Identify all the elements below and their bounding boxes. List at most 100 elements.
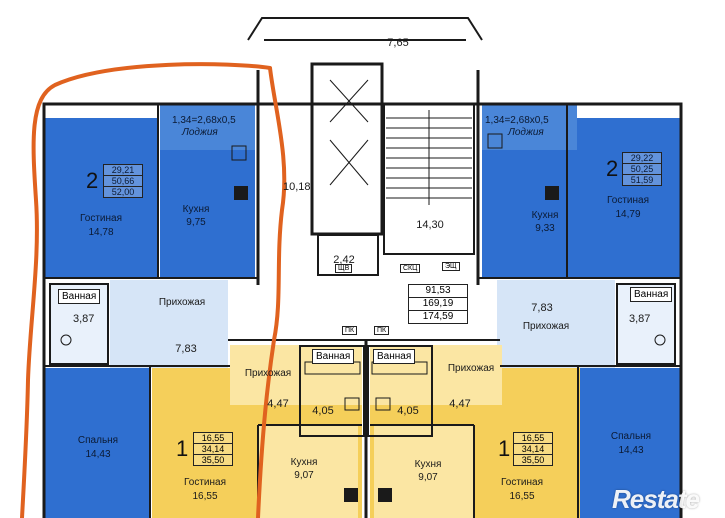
- pk-mark-right: ПК: [374, 326, 390, 335]
- bedroom-right-fill: [575, 368, 680, 518]
- loggia-right-fill: [482, 104, 577, 150]
- living-room-left-fill: [45, 118, 157, 278]
- kitchen-left-1-fill: [258, 425, 358, 518]
- stair-treads: [386, 110, 472, 205]
- living-room-right-fill: [568, 118, 680, 278]
- fixtures: [60, 133, 666, 502]
- hall-right-1-area: 4,47: [449, 398, 471, 410]
- stair-area: 14,30: [416, 219, 444, 231]
- apt-left-2-area-total: 50,66: [104, 176, 142, 187]
- lobby-area: 10,18: [283, 181, 311, 193]
- bath-right-area: 3,87: [629, 313, 651, 325]
- elevator-x-4: [329, 139, 369, 186]
- loggia-left-label: Лоджия: [182, 127, 218, 138]
- apt-left-2-area-full: 52,00: [111, 187, 135, 197]
- apt-left-1-rooms: 1: [176, 436, 189, 461]
- top-balcony-outline: [247, 17, 483, 41]
- vestibule-area: 2,42: [333, 254, 355, 266]
- apt-right-2-areas: 29,22 50,25 51,59: [622, 152, 662, 186]
- kitchen-left-1-area: 9,07: [294, 470, 314, 481]
- apt-right-2-area-living: 29,22: [623, 153, 661, 164]
- hall-right-area: 7,83: [531, 302, 553, 314]
- hall-right-label: Прихожая: [522, 321, 570, 332]
- stove-left-1-icon: [344, 488, 358, 502]
- washer-right-icon: [487, 133, 503, 149]
- eshch-mark: ЭЩ: [442, 262, 460, 271]
- loggia-left-fill: [160, 104, 255, 150]
- apt-left-2-area-living: 29,21: [104, 165, 142, 176]
- kitchen-right-label: Кухня: [531, 210, 559, 221]
- bath-left-area: 3,87: [73, 313, 95, 325]
- stove-right-icon: [545, 186, 559, 200]
- hall-left-1-area: 4,47: [267, 398, 289, 410]
- hall-left-label: Прихожая: [158, 297, 206, 308]
- shch-mark: ЩВ: [335, 264, 353, 273]
- sink-right-1-icon: [375, 397, 391, 411]
- balcony-area: 7,65: [387, 37, 409, 49]
- bath-right-label: Ванная: [630, 287, 673, 302]
- living-right-area: 14,79: [615, 209, 641, 220]
- apt-left-1-areas: 16,55 34,14 35,50: [193, 432, 233, 466]
- apt-right-1-area-full: 35,50: [521, 455, 545, 465]
- living-left-1-area: 16,55: [192, 491, 218, 502]
- stair-block: [383, 103, 475, 255]
- washer-left-icon: [231, 145, 247, 161]
- pk-mark-left: ПК: [342, 326, 358, 335]
- apt-left-2-rooms: 2: [86, 168, 99, 193]
- kitchen-right-1-fill: [374, 425, 474, 518]
- toilet-left-icon: [60, 334, 72, 346]
- living-right-label: Гостиная: [607, 195, 649, 206]
- bath-right-1-area: 4,05: [397, 405, 419, 417]
- apt-left-1-area-full: 35,50: [201, 455, 225, 465]
- kitchen-right-area: 9,33: [535, 223, 555, 234]
- apt-right-2-area-full: 51,59: [630, 175, 654, 185]
- apt-right-2-rooms: 2: [606, 156, 619, 181]
- apt-right-1-rooms: 1: [498, 436, 511, 461]
- kitchen-right-1-area: 9,07: [418, 472, 438, 483]
- kitchen-left-area: 9,75: [186, 217, 206, 228]
- common-total-3: 174,59: [422, 311, 454, 322]
- stove-right-1-icon: [378, 488, 392, 502]
- apt-right-2-area-total: 50,25: [623, 164, 661, 175]
- living-left-1-label: Гостиная: [184, 477, 226, 488]
- outer-wall: [42, 102, 683, 518]
- hall-right-1-label: Прихожая: [447, 363, 495, 374]
- elevator-shaft: [310, 62, 384, 236]
- apt-right-1-areas: 16,55 34,14 35,50: [513, 432, 553, 466]
- kitchen-left-fill: [160, 150, 255, 278]
- apt-left-2-areas: 29,21 50,66 52,00: [103, 164, 143, 198]
- stove-left-icon: [234, 186, 248, 200]
- hall-left-1-label: Прихожая: [244, 368, 292, 379]
- hall-left-fill: [110, 280, 228, 368]
- apt-left-1-area-living: 16,55: [194, 433, 232, 444]
- apt-right-1-area-living: 16,55: [514, 433, 552, 444]
- apt-left-1-area-total: 34,14: [194, 444, 232, 455]
- loggia-right-dims: 1,34=2,68x0,5: [485, 115, 549, 126]
- bath-left-1-area: 4,05: [312, 405, 334, 417]
- left-bath-box: [49, 283, 109, 365]
- restate-watermark: Restate: [612, 484, 700, 514]
- common-total-2: 169,19: [409, 298, 467, 311]
- living-left-label: Гостиная: [80, 213, 122, 224]
- bath-right-1-box: [367, 345, 433, 437]
- kitchen-right-fill: [482, 150, 577, 278]
- common-total-box: 91,53 169,19 174,59: [408, 284, 468, 324]
- kitchen-right-1-label: Кухня: [414, 459, 442, 470]
- living-right-1-label: Гостиная: [501, 477, 543, 488]
- sku-mark: СКЦ: [400, 264, 421, 273]
- bedroom-left-fill: [45, 368, 150, 518]
- hand-drawn-annotation: [20, 62, 287, 518]
- hall-right-fill: [497, 280, 615, 368]
- living-right-1-area: 16,55: [509, 491, 535, 502]
- bedroom-left-label: Спальня: [77, 435, 119, 446]
- apt-right-1-area-total: 34,14: [514, 444, 552, 455]
- kitchen-left-label: Кухня: [182, 204, 210, 215]
- sink-left-1-icon: [344, 397, 360, 411]
- bedroom-right-area: 14,43: [618, 445, 644, 456]
- walls: [42, 17, 683, 518]
- bedroom-left-area: 14,43: [85, 449, 111, 460]
- common-total-1: 91,53: [409, 285, 467, 298]
- hall-left-area: 7,83: [175, 343, 197, 355]
- toilet-right-icon: [654, 334, 666, 346]
